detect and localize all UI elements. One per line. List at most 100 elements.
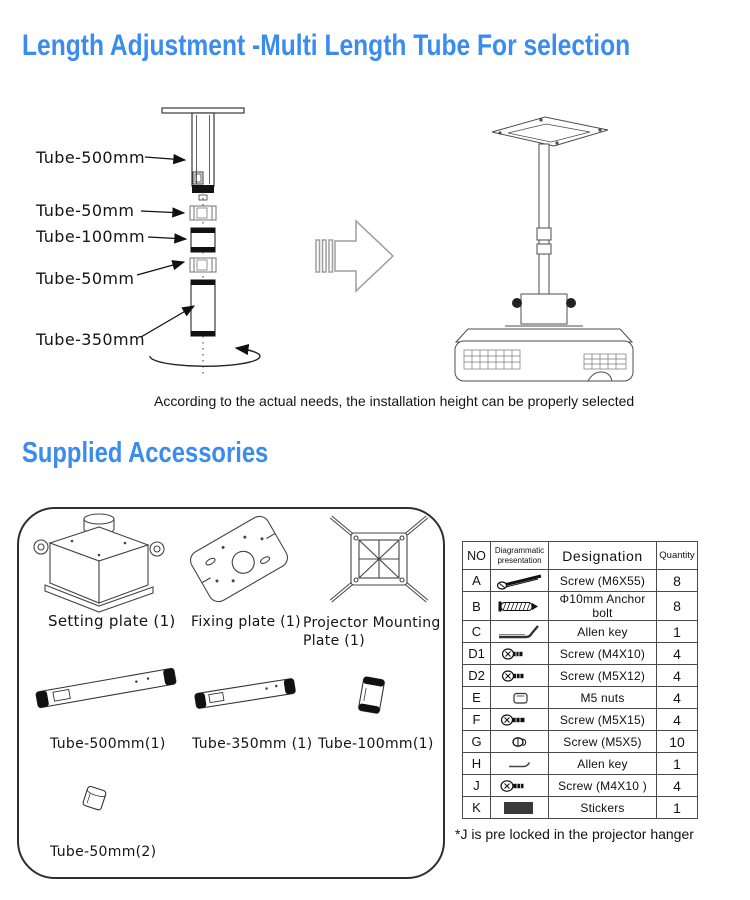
part-diagram-cell: [490, 664, 549, 687]
pan-screw-icon: [500, 713, 524, 726]
part-no: F: [462, 708, 491, 731]
part-quantity: 1: [656, 752, 698, 775]
part-quantity: 8: [656, 569, 698, 592]
table-header-row: NO Diagrammatic presentation Designation…: [462, 541, 698, 570]
part-designation: M5 nuts: [548, 686, 657, 709]
accessory-label-tube-50: Tube-50mm(2): [50, 844, 157, 860]
part-diagram-cell: [490, 752, 549, 775]
part-quantity: 4: [656, 664, 698, 687]
pan-screw-icon: [501, 647, 522, 660]
accessory-label-tube-350: Tube-350mm (1): [192, 736, 313, 752]
header-quantity: Quantity: [656, 541, 698, 570]
grub-screw-icon: [511, 736, 526, 747]
part-quantity: 4: [656, 708, 698, 731]
part-no: J: [462, 774, 491, 797]
table-row: E M5 nuts 4: [462, 686, 698, 709]
part-designation: Screw (M4X10): [548, 642, 657, 665]
table-row: B Φ10mm Anchor bolt 8: [462, 591, 698, 621]
part-diagram-cell: [490, 569, 549, 592]
part-quantity: 1: [656, 620, 698, 643]
part-no: G: [462, 730, 491, 753]
accessories-box: [17, 507, 445, 879]
setting-plate-icon: [33, 513, 165, 613]
part-diagram-cell: [490, 686, 549, 709]
assembled-mount-diagram: [454, 116, 634, 382]
length-adjustment-diagram: [136, 107, 634, 382]
part-quantity: 4: [656, 686, 698, 709]
table-row: J Screw (M4X10 ) 4: [462, 774, 698, 797]
pan-screw-icon: [499, 779, 523, 792]
table-row: G Screw (M5X5) 10: [462, 730, 698, 753]
label-arrows: [136, 153, 196, 338]
header-diagrammatic-presentation: Diagrammatic presentation: [490, 541, 549, 570]
accessory-label-fixing-plate: Fixing plate (1): [191, 614, 301, 630]
pan-screw-icon: [501, 669, 523, 682]
anchor-bolt-icon: [498, 601, 538, 612]
part-quantity: 4: [656, 774, 698, 797]
table-row: H Allen key 1: [462, 752, 698, 775]
fixing-plate-icon: [190, 515, 288, 603]
part-diagram-cell: [490, 730, 549, 753]
part-quantity: 1: [656, 796, 698, 819]
part-no: D1: [462, 642, 491, 665]
allen-key-icon: [498, 624, 539, 638]
exploded-tube-assembly: [149, 107, 261, 378]
tube-350-icon: [194, 678, 296, 709]
sticker-icon: [503, 801, 533, 814]
part-diagram-cell: [490, 774, 549, 797]
table-row: A Screw (M6X55) 8: [462, 569, 698, 592]
part-designation: Screw (M5X5): [548, 730, 657, 753]
header-no: NO: [462, 541, 491, 570]
accessory-label-setting-plate: Setting plate (1): [48, 612, 176, 630]
tube-500-icon: [35, 667, 177, 709]
part-quantity: 8: [656, 591, 698, 621]
part-designation: Screw (M4X10 ): [548, 774, 657, 797]
table-row: D2 Screw (M5X12) 4: [462, 664, 698, 687]
tube-label-100mm: Tube-100mm: [36, 227, 145, 246]
tube-label-50mm-a: Tube-50mm: [36, 201, 135, 220]
tube-label-350mm: Tube-350mm: [36, 330, 145, 349]
tube-label-50mm-b: Tube-50mm: [36, 269, 135, 288]
part-no: K: [462, 796, 491, 819]
nut-icon: [512, 692, 528, 704]
part-diagram-cell: [490, 642, 549, 665]
accessory-label-tube-500: Tube-500mm(1): [50, 736, 166, 752]
accessory-label-tube-100: Tube-100mm(1): [318, 736, 434, 752]
part-no: A: [462, 569, 491, 592]
part-no: E: [462, 686, 491, 709]
part-designation: Screw (M5X12): [548, 664, 657, 687]
accessories-illustrations: [33, 513, 429, 811]
part-quantity: 4: [656, 642, 698, 665]
section-title-accessories: Supplied Accessories: [22, 437, 269, 469]
part-designation: Allen key: [548, 752, 657, 775]
part-diagram-cell: [490, 708, 549, 731]
tube-50-icon: [82, 785, 107, 811]
header-designation: Designation: [548, 541, 657, 570]
part-no: H: [462, 752, 491, 775]
part-no: D2: [462, 664, 491, 687]
part-diagram-cell: [490, 620, 549, 643]
part-designation: Screw (M6X55): [548, 569, 657, 592]
part-no: B: [462, 591, 491, 621]
long-screw-icon: [496, 574, 541, 590]
table-row: F Screw (M5X15) 4: [462, 708, 698, 731]
part-designation: Φ10mm Anchor bolt: [548, 591, 657, 621]
installation-caption: According to the actual needs, the insta…: [154, 393, 635, 409]
footnote: *J is pre locked in the projector hanger: [455, 826, 694, 842]
part-designation: Allen key: [548, 620, 657, 643]
part-designation: Screw (M5X15): [548, 708, 657, 731]
allen-key-small-icon: [508, 761, 530, 767]
page-title: Length Adjustment -Multi Length Tube For…: [22, 29, 631, 62]
part-designation: Stickers: [548, 796, 657, 819]
tube-100-icon: [358, 676, 385, 714]
accessory-label-projector-mounting-plate: Projector Mounting Plate (1): [303, 615, 441, 650]
table-row: C Allen key 1: [462, 620, 698, 643]
table-row: D1 Screw (M4X10) 4: [462, 642, 698, 665]
parts-table: NO Diagrammatic presentation Designation…: [462, 541, 698, 819]
part-quantity: 10: [656, 730, 698, 753]
part-diagram-cell: [490, 591, 549, 621]
transition-arrow-icon: [315, 219, 395, 293]
table-row: K Stickers 1: [462, 796, 698, 819]
tube-label-500mm: Tube-500mm: [36, 148, 145, 167]
